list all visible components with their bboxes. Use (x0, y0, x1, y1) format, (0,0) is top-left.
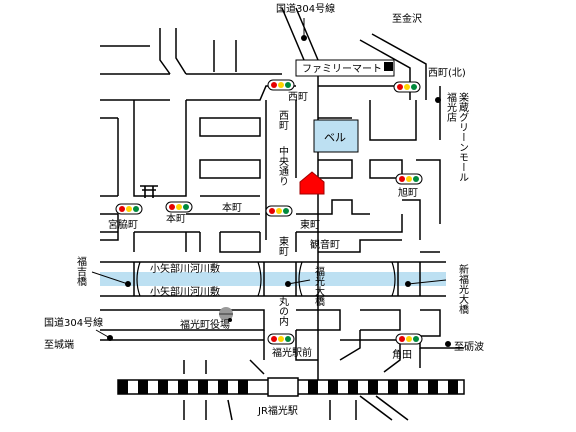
fukumitsu-shop-label: 福光店 (445, 91, 457, 123)
railway (117, 377, 465, 397)
traffic-signal-icon (267, 333, 295, 345)
to-tonami-label: 至砺波 (454, 340, 484, 353)
kakuta-label: 角田 (392, 349, 412, 361)
oyabe-river (100, 272, 446, 286)
to-jobata-label: 至城端 (44, 338, 74, 351)
town-hall-label: 福光町役場 (180, 318, 230, 331)
station-building (267, 377, 299, 397)
oyabe-river-top-label: 小矢部川河川敷 (150, 262, 220, 275)
traffic-signal-icon (265, 205, 293, 217)
higashimachi-street-label: 東町 (277, 235, 289, 256)
rakuzo-label: 楽蔵グリーンモール (457, 91, 469, 182)
nishimachi-signal-label: 西町 (288, 92, 308, 103)
bell-building (313, 119, 359, 153)
traffic-signal-icon (395, 333, 423, 345)
family-mart-label: ファミリーマート (302, 64, 382, 75)
traffic-signal-icon (395, 173, 423, 185)
fukumitsu-ohashi-label: 福光大橋 (313, 265, 325, 307)
kannonmachi-label: 観音町 (310, 238, 340, 251)
traffic-signal-icon (165, 201, 193, 213)
nishimachi-street-label: 西町 (277, 110, 289, 130)
nishimachi-north-label: 西町(北) (428, 67, 466, 79)
honmachi-signal-label: 本町 (166, 212, 186, 225)
road-network (100, 7, 464, 421)
river-brackets (136, 261, 396, 297)
jr-station-label: JR福光駅 (257, 404, 298, 417)
fukuyoshi-bridge-label: 福吉橋 (75, 255, 87, 287)
oyabe-river-bottom-label: 小矢部川河川敷 (150, 285, 220, 298)
honmachi-street-label: 本町 (222, 201, 242, 214)
bell-label: ベル (324, 131, 346, 144)
town-hall-icon (219, 307, 233, 321)
shin-fukumitsu-ohashi-label: 新福光大橋 (457, 263, 469, 315)
traffic-signal-icon (393, 81, 421, 93)
family-mart-box (295, 59, 395, 77)
route304-south-label: 国道304号線 (44, 316, 103, 329)
torii-icon (140, 185, 158, 198)
route304-north-label: 国道304号線 (276, 2, 335, 15)
marunouchi-label: 丸の内 (277, 295, 289, 327)
convenience-store-icon (384, 62, 393, 71)
traffic-signal-icon (267, 79, 295, 91)
chuo-dori-label: 中央通り (277, 145, 289, 186)
traffic-signal-icon (115, 203, 143, 215)
asahimachi-label: 旭町 (398, 187, 418, 199)
to-kanazawa-label: 至金沢 (392, 12, 422, 25)
fukumitsu-eki-mae-label: 福光駅前 (272, 346, 312, 359)
miyawaki-label: 宮脇町 (108, 218, 138, 231)
house-marker-icon (299, 171, 325, 195)
higashimachi-signal-label: 東町 (300, 218, 320, 231)
